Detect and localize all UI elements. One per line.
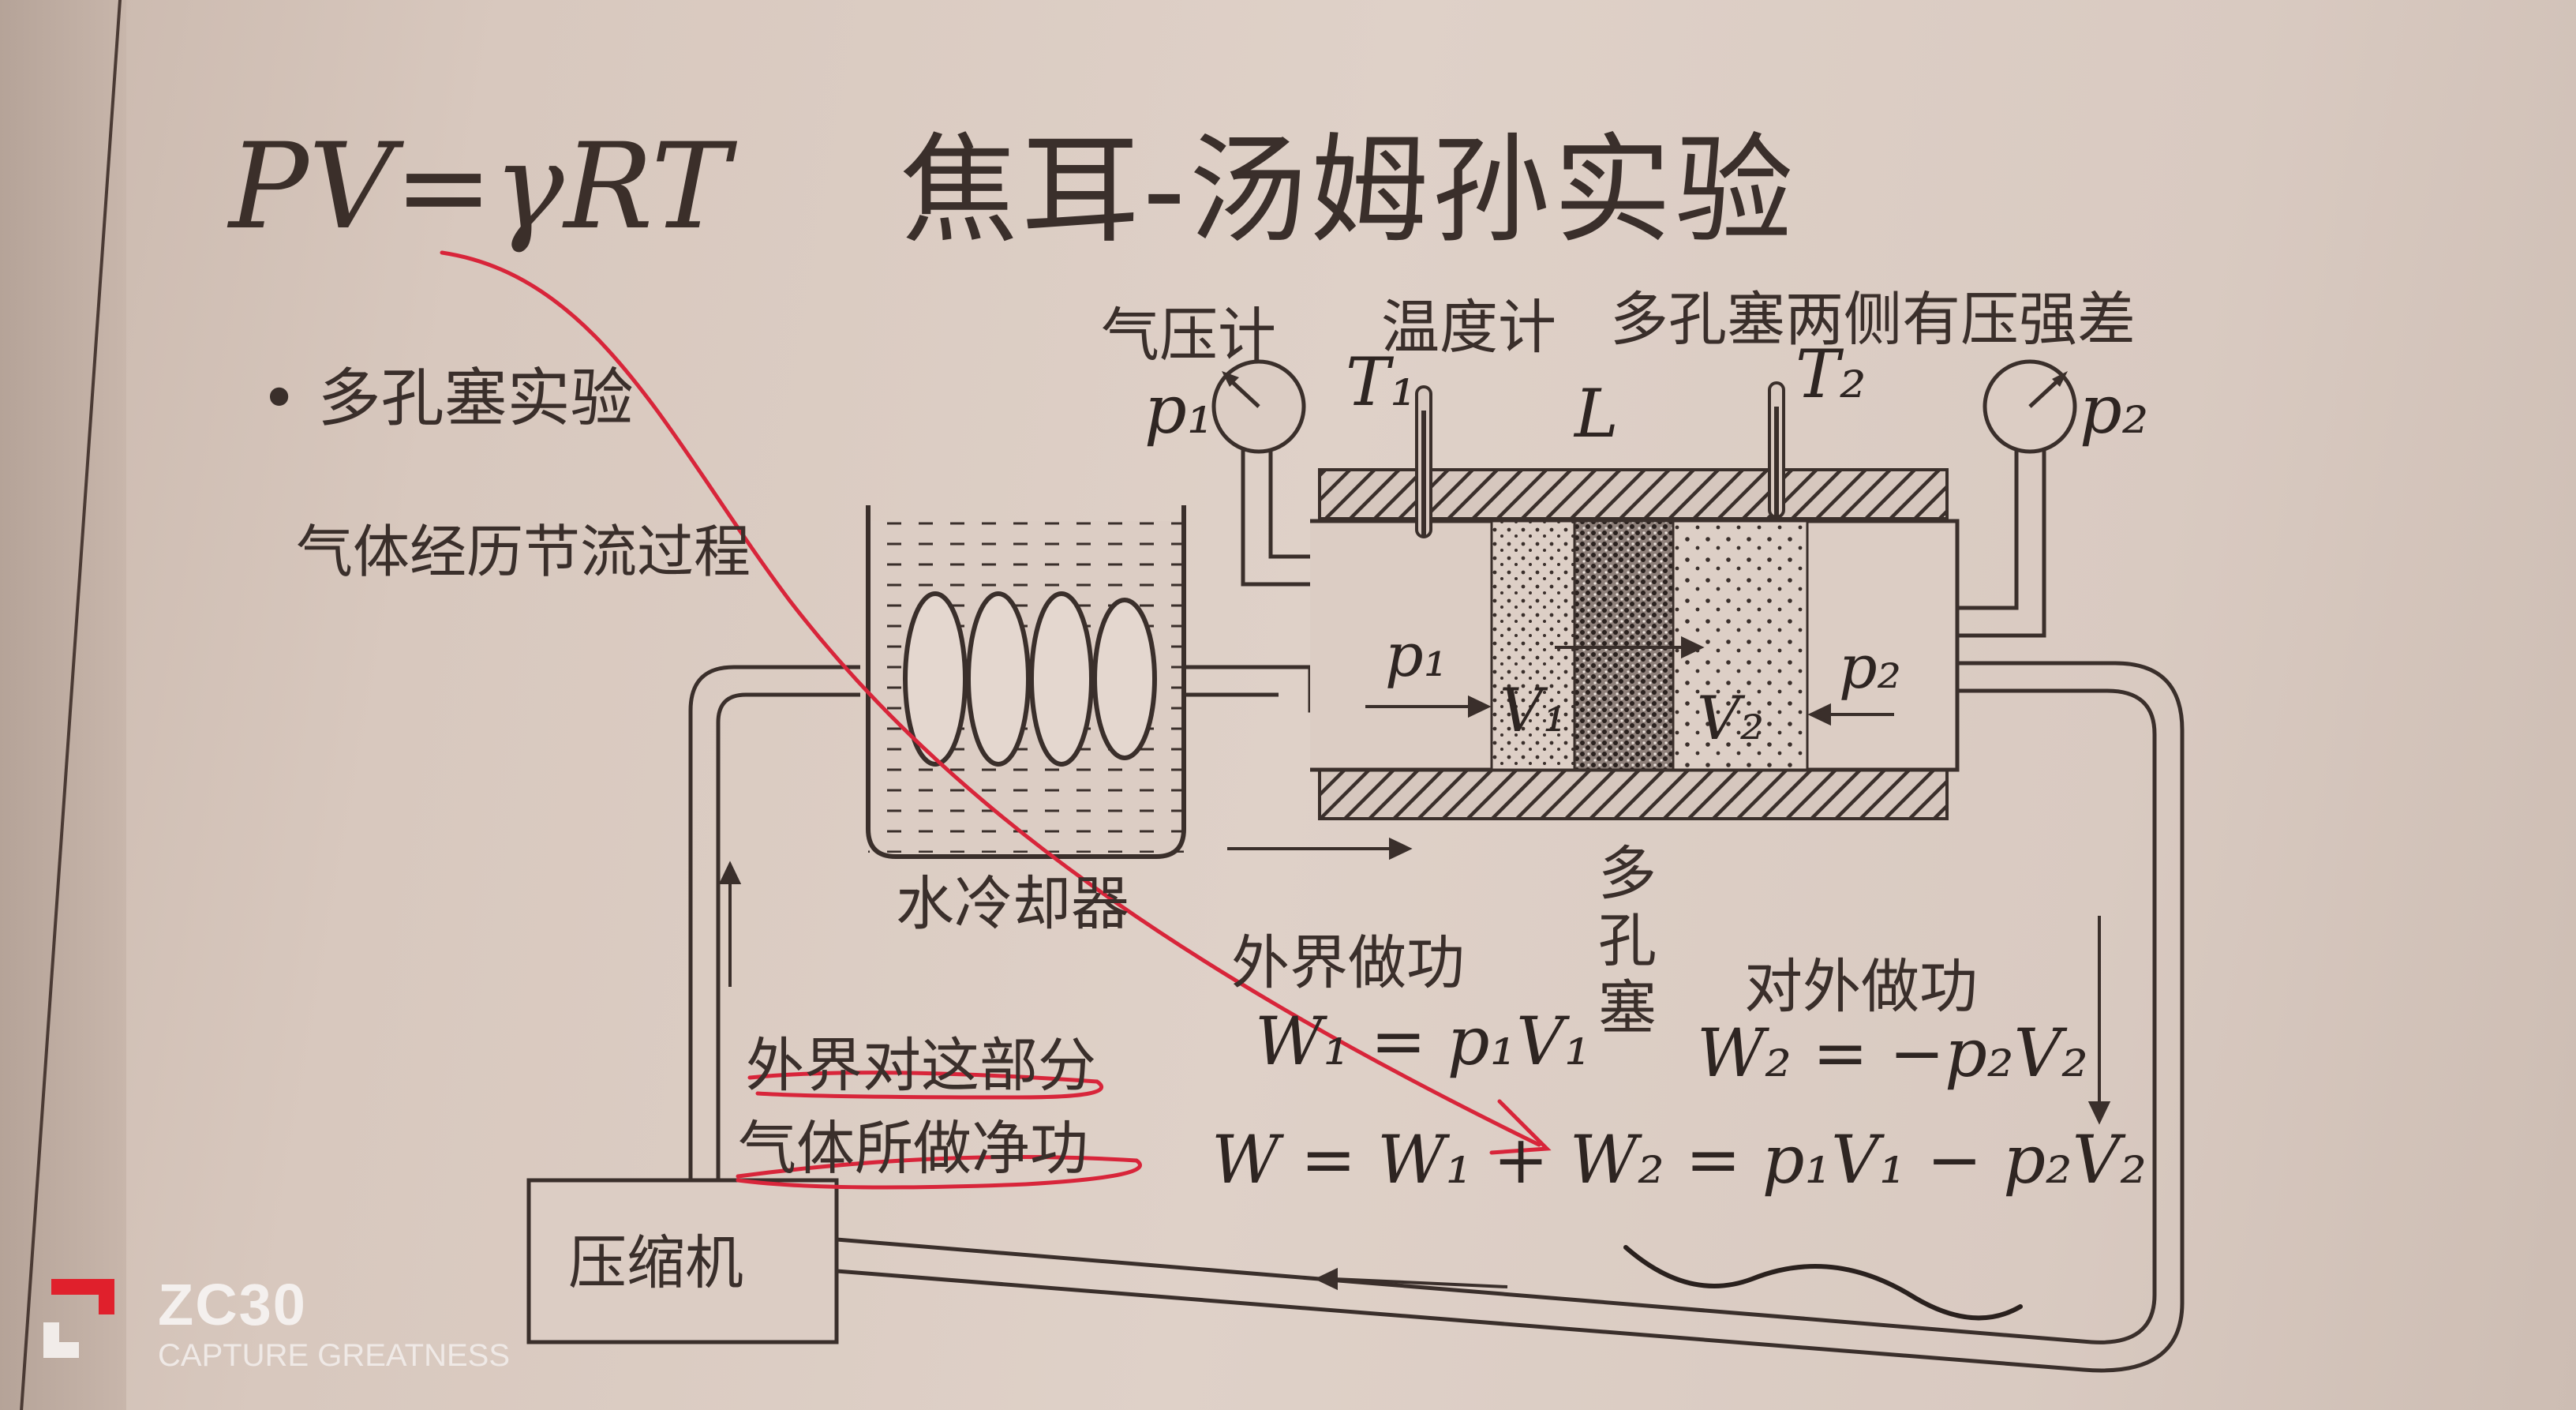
symbol-V2: V₂: [1697, 683, 1765, 753]
work-outward-label: 对外做功: [1744, 953, 1978, 1021]
porous-plug: [1573, 519, 1675, 771]
symbol-p1-gauge: p₁: [1144, 371, 1214, 448]
compressor-label: 压缩机: [568, 1229, 743, 1297]
bullet-item: • 多孔塞实验: [260, 347, 634, 439]
ink-underline: [1623, 1245, 2023, 1321]
symbol-T1: T₁: [1346, 343, 1417, 421]
bullet-dot: •: [260, 362, 318, 435]
symbol-T2: T₂: [1795, 336, 1866, 413]
symbol-p1-inside: p₁: [1385, 620, 1448, 690]
formula-W2: W₂ = −p₂V₂: [1697, 1014, 2088, 1092]
thermometer-1: [1415, 385, 1432, 538]
water-cooler-label: 水冷却器: [896, 870, 1129, 938]
compressor-box: [526, 1178, 839, 1344]
symbol-p2-gauge: p₂: [2080, 371, 2149, 448]
pressure-difference-label: 多孔塞两侧有压强差: [1610, 286, 2136, 354]
page-title: 焦耳-汤姆孙实验: [900, 122, 1797, 260]
flow-arrows: [718, 636, 2111, 1291]
barometer-label: 气压计: [1101, 302, 1276, 369]
pipe-loop: [688, 430, 2185, 1373]
bullet-text: 多孔塞实验: [317, 362, 634, 435]
pressure-gauge-2: [1983, 359, 2077, 454]
gas-region-v1: [1490, 519, 1576, 771]
pressure-gauge-1: [1211, 359, 1306, 454]
page-edge: [0, 0, 126, 1410]
net-work-line2: 气体所做净功: [738, 1115, 1088, 1183]
formula-W1: W₁ = p₁V₁: [1255, 1003, 1591, 1080]
thermometer-2: [1768, 381, 1785, 519]
porous-plug-label: 多孔塞: [1598, 841, 1669, 1042]
red-pen-marks: [440, 250, 1552, 1190]
symbol-L: L: [1574, 375, 1619, 452]
watermark-model: ZC30: [158, 1272, 307, 1337]
watermark-tagline: CAPTURE GREATNESS: [158, 1338, 510, 1373]
symbol-p2-inside: p₂: [1839, 632, 1902, 702]
net-work-line1: 外界对这部分: [746, 1032, 1096, 1100]
handwritten-formula: PV=γRT: [229, 118, 730, 256]
external-work-label: 外界做功: [1231, 929, 1465, 997]
throttle-label: 气体经历节流过程: [296, 519, 751, 585]
porous-plug-text: 多孔塞: [1598, 840, 1657, 1042]
camera-logo-icon: [43, 1279, 114, 1358]
formula-W: W = W₁ + W₂ = p₁V₁ − p₂V₂: [1211, 1121, 2147, 1198]
thermometer-label: 温度计: [1381, 294, 1556, 362]
water-cooler: [866, 505, 1186, 859]
symbol-V1: V₁: [1500, 675, 1567, 745]
